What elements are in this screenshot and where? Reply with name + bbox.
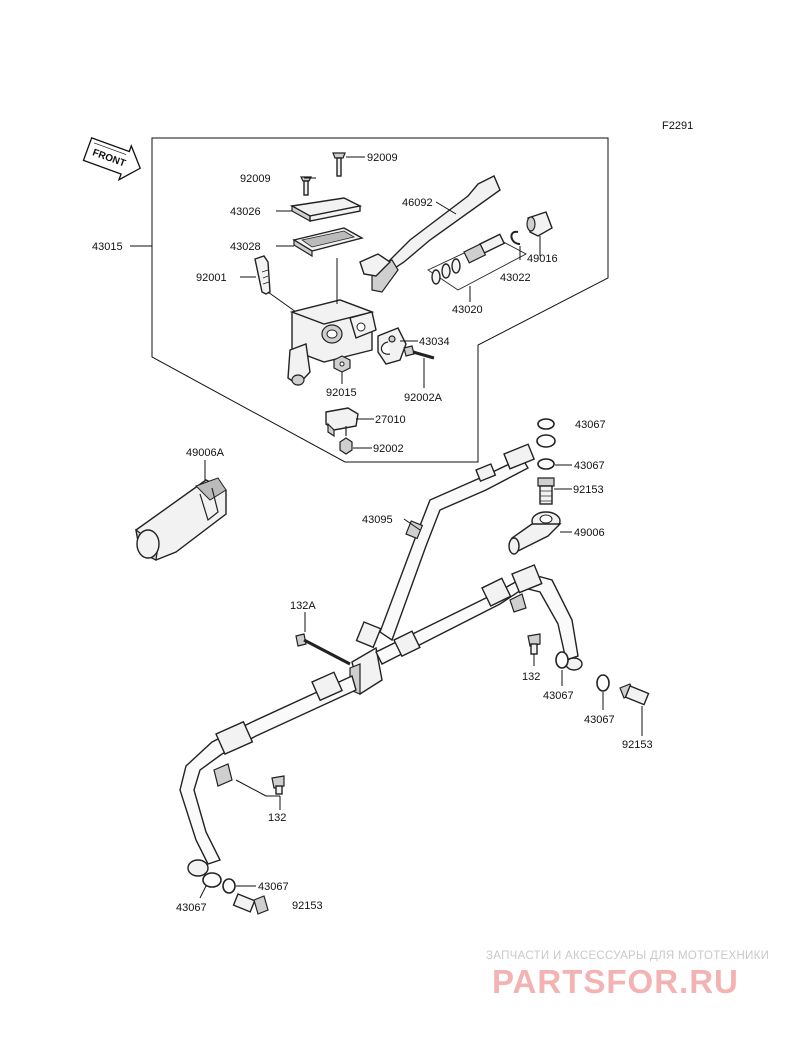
piston-kit xyxy=(427,233,527,291)
washer-43067-left1 xyxy=(202,872,222,888)
label-92015: 92015 xyxy=(326,387,357,399)
group-outline xyxy=(151,137,609,463)
label-49016: 49016 xyxy=(527,253,558,265)
label-43067b: 43067 xyxy=(574,460,605,472)
label-92153c: 92153 xyxy=(292,900,323,912)
watermark-tagline: ЗАПЧАСТИ И АКСЕССУАРЫ ДЛЯ МОТОТЕХНИКИ xyxy=(486,950,770,962)
label-43015: 43015 xyxy=(92,241,123,253)
banjo-bolt-92153-right xyxy=(619,683,650,706)
screw-92009-left xyxy=(300,176,312,196)
label-43067d: 43067 xyxy=(584,714,615,726)
label-43022: 43022 xyxy=(500,272,531,284)
label-43095: 43095 xyxy=(362,514,393,526)
screw-92009-right xyxy=(332,152,346,177)
joint-49006 xyxy=(508,511,562,555)
label-92153a: 92153 xyxy=(573,484,604,496)
bolt-92002A xyxy=(403,345,435,360)
label-27010: 27010 xyxy=(375,414,406,426)
label-92009a: 92009 xyxy=(240,173,271,185)
boot-49016 xyxy=(526,211,553,237)
bolt-132A xyxy=(295,633,351,666)
label-132a: 132 xyxy=(522,671,540,683)
label-92153b: 92153 xyxy=(622,739,653,751)
banjo-bolt-92153-top xyxy=(537,477,555,505)
label-92002: 92002 xyxy=(373,443,404,455)
hose-right xyxy=(375,564,583,671)
figure-code: F2291 xyxy=(662,120,693,132)
master-cylinder-body xyxy=(287,299,377,386)
clamp-holder xyxy=(377,327,407,365)
label-92002A: 92002A xyxy=(404,392,443,404)
label-43067f: 43067 xyxy=(258,881,289,893)
bolt-132-right xyxy=(527,633,541,655)
label-43067c: 43067 xyxy=(543,690,574,702)
label-46092: 46092 xyxy=(402,197,433,209)
leader-132b xyxy=(235,779,267,797)
label-132A: 132A xyxy=(290,600,316,612)
label-43020: 43020 xyxy=(452,304,483,316)
nut-92015 xyxy=(333,355,351,373)
label-43067a: 43067 xyxy=(575,419,606,431)
washer-43067-right2 xyxy=(596,674,610,692)
washer-43067-top xyxy=(536,418,556,470)
leader-43095 xyxy=(403,518,421,531)
hose-left xyxy=(179,671,357,877)
leader-43067e xyxy=(199,885,207,899)
cover-49006A xyxy=(135,477,227,561)
circlip xyxy=(510,230,521,245)
front-arrow-icon: FRONT xyxy=(82,136,142,182)
leader-46092 xyxy=(435,201,457,215)
hose-43095 xyxy=(355,443,536,649)
bolt-92001 xyxy=(254,255,271,295)
label-132b: 132 xyxy=(268,812,286,824)
screw-92002 xyxy=(339,437,353,455)
washer-43067-right1 xyxy=(555,651,569,669)
label-43034: 43034 xyxy=(419,336,450,348)
brake-switch xyxy=(325,407,359,438)
washer-43067-left2 xyxy=(222,878,236,894)
label-92009b: 92009 xyxy=(367,152,398,164)
label-43026: 43026 xyxy=(230,206,261,218)
label-49006: 49006 xyxy=(574,527,605,539)
watermark-logo: PARTSFOR.RU xyxy=(492,963,739,1000)
label-92001: 92001 xyxy=(196,272,227,284)
label-49006A: 49006A xyxy=(186,447,225,459)
banjo-bolt-92153-lower xyxy=(232,893,269,915)
brake-lever xyxy=(359,175,501,293)
three-way-joint xyxy=(349,646,383,696)
label-43028: 43028 xyxy=(230,241,261,253)
label-43067e: 43067 xyxy=(176,902,207,914)
leader-92001b xyxy=(267,291,297,313)
bolt-132-left xyxy=(271,775,285,795)
